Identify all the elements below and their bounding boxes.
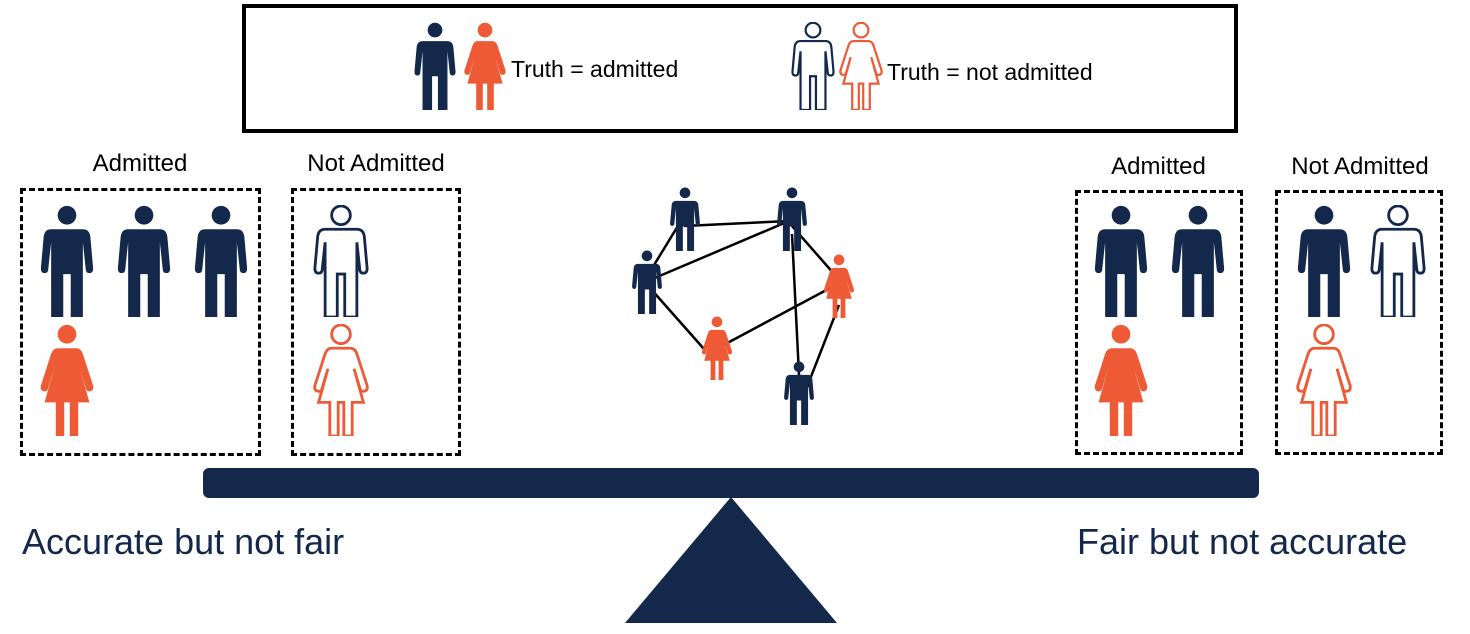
legend-not-admitted-text: Truth = not admitted (887, 59, 1093, 85)
man-icon (193, 205, 249, 317)
man-icon (1170, 205, 1226, 317)
woman-outline-icon (313, 324, 369, 436)
man-outline-icon (313, 205, 369, 317)
woman-outline-icon (839, 22, 883, 110)
man-icon (39, 205, 95, 317)
social-network-graph (600, 170, 900, 440)
left-not-admitted-label: Not Admitted (307, 150, 445, 177)
woman-icon (463, 22, 507, 110)
man-icon (1296, 205, 1352, 317)
left-not-admitted-box (291, 188, 461, 456)
right-not-admitted-box (1275, 190, 1443, 455)
man-outline-icon (791, 22, 835, 110)
man-icon (1093, 205, 1149, 317)
left-caption: Accurate but not fair (22, 521, 345, 562)
seesaw-fulcrum (625, 497, 837, 623)
woman-outline-icon (1296, 324, 1352, 436)
right-not-admitted-label: Not Admitted (1291, 153, 1429, 180)
woman-icon (39, 324, 95, 436)
legend-admitted-text: Truth = admitted (511, 56, 679, 82)
seesaw-beam (203, 468, 1259, 498)
right-admitted-label: Admitted (1111, 153, 1206, 180)
right-admitted-box (1075, 190, 1243, 455)
left-admitted-label: Admitted (92, 150, 188, 177)
legend-box (242, 4, 1238, 133)
right-caption: Fair but not accurate (1077, 521, 1408, 562)
man-outline-icon (1370, 205, 1426, 317)
woman-icon (1093, 324, 1149, 436)
man-icon (116, 205, 172, 317)
left-admitted-box (20, 188, 261, 456)
man-icon (413, 22, 457, 110)
